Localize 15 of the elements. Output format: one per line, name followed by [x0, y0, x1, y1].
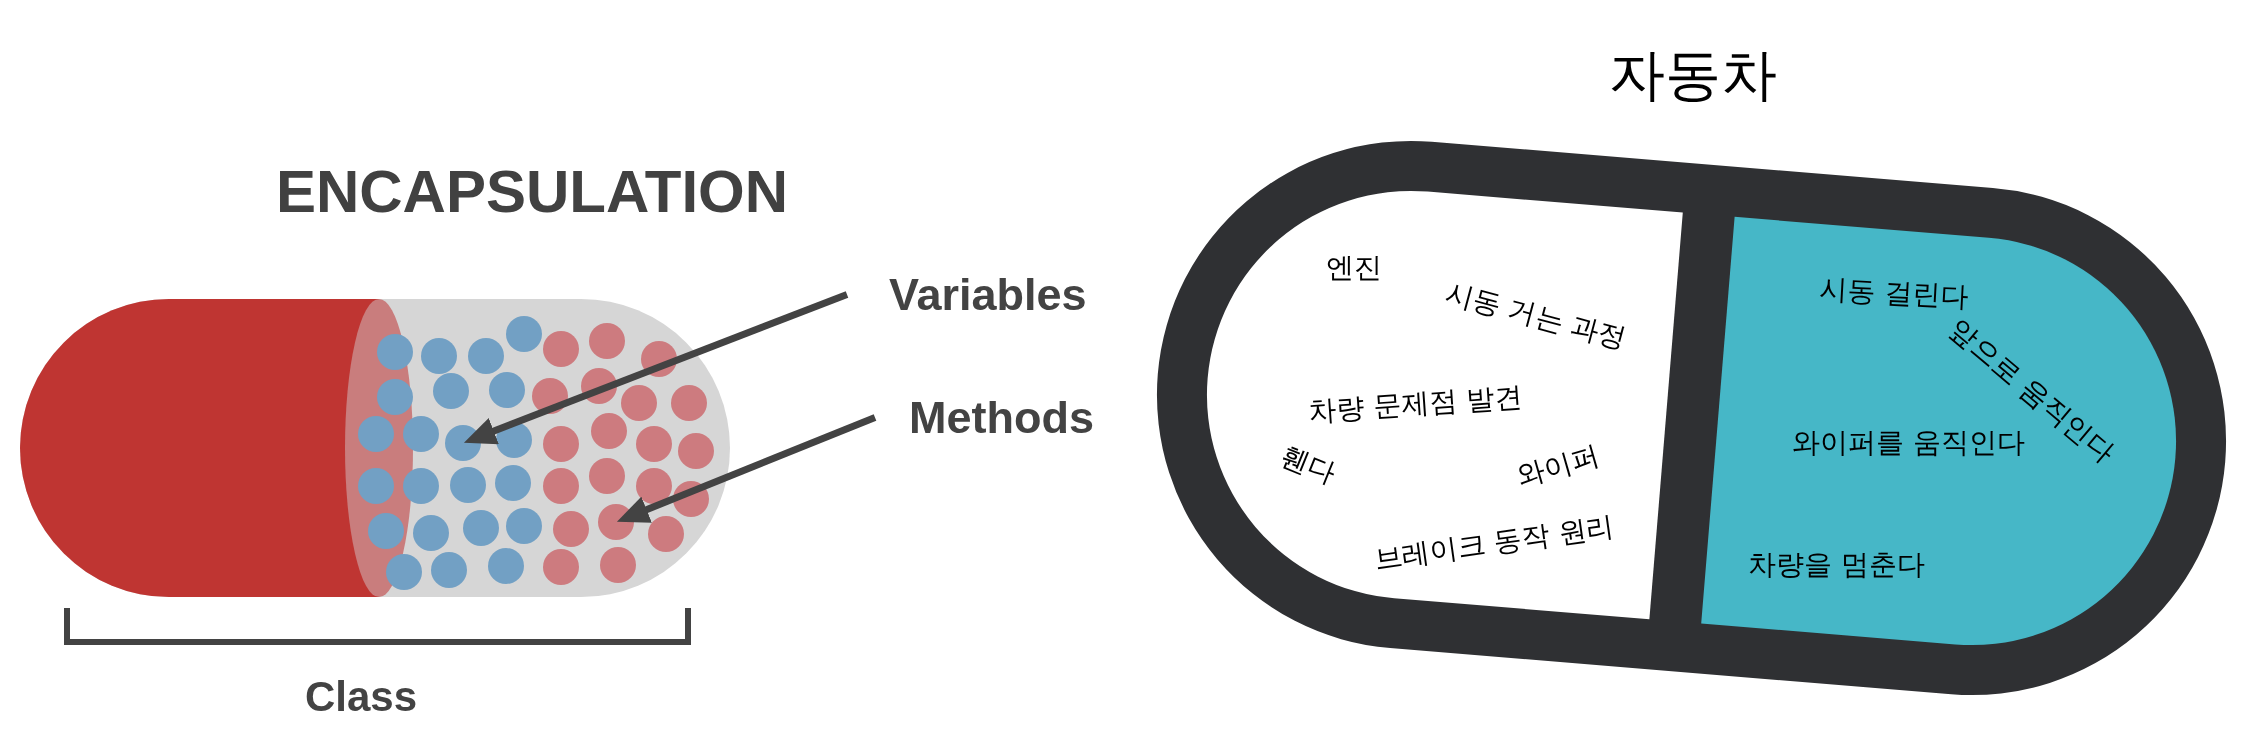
label: 차량을 멈춘다	[1747, 551, 1925, 579]
label: 시동 거는 과정	[1442, 278, 1630, 354]
label: 와이퍼	[1513, 440, 1603, 491]
bracket-label: Class	[304, 676, 418, 718]
leader-arrow	[616, 414, 877, 523]
heading: 자동차	[1609, 47, 1777, 103]
label: 엔진	[1326, 254, 1382, 282]
label: 브레이크 동작 원리	[1372, 512, 1616, 574]
leader-arrow	[463, 291, 849, 445]
callout-label: Methods	[909, 395, 1094, 440]
label: 휀다	[1276, 441, 1340, 489]
label: 차량 문제점 발견	[1307, 382, 1523, 426]
label: 시동 걸린다	[1818, 275, 1970, 311]
callout-label: Variables	[889, 272, 1087, 317]
heading: ENCAPSULATION	[275, 162, 789, 222]
